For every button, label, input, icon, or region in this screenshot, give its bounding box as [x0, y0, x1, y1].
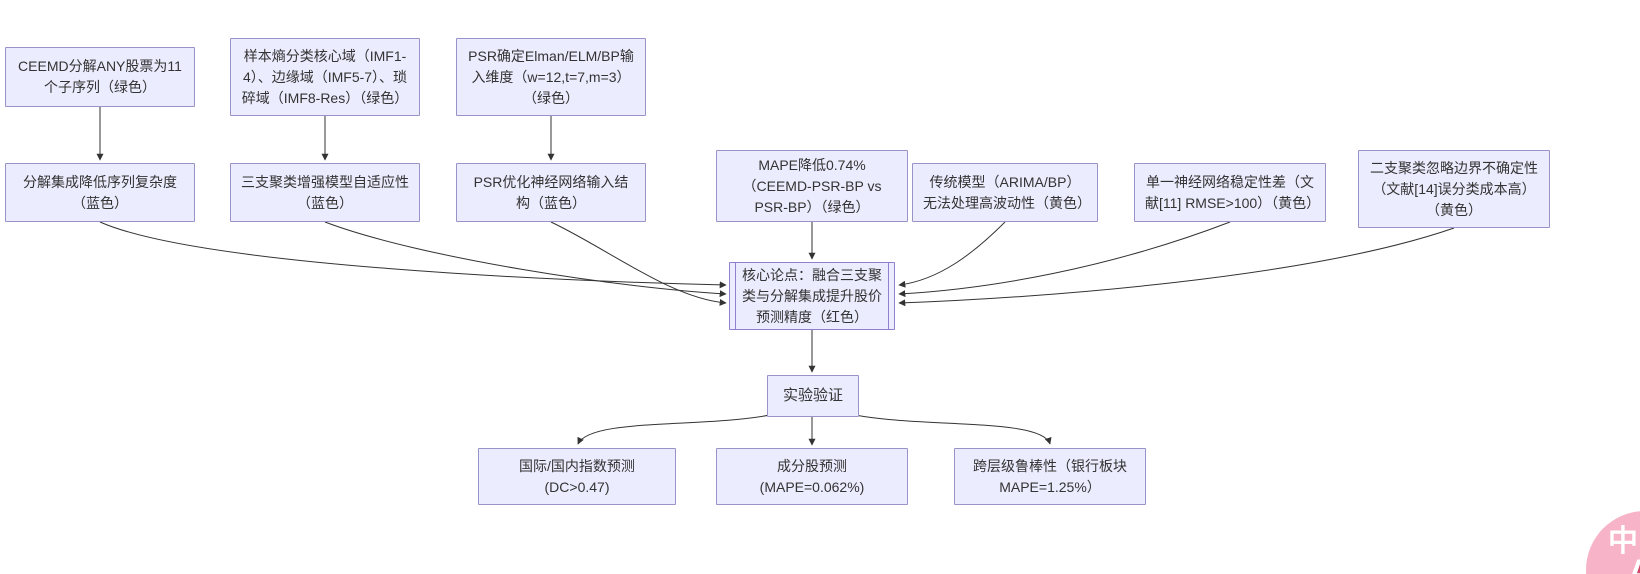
node-label: PSR优化神经网络输入结构（蓝色） — [473, 173, 629, 211]
edge-twoway-to-core — [898, 227, 1455, 307]
node-label: 传统模型（ARIMA/BP）无法处理高波动性（黄色） — [923, 173, 1091, 211]
node-cross-level-robustness: 跨层级鲁棒性（银行板块 MAPE=1.25%） — [954, 448, 1146, 505]
node-label: MAPE降低0.74%（CEEMD-PSR-BP vs PSR-BP）（绿色） — [742, 156, 882, 215]
node-label: 国际/国内指数预测 (DC>0.47) — [519, 457, 635, 495]
node-label: 成分股预测 (MAPE=0.062%) — [759, 457, 865, 495]
node-decomposition-complexity: 分解集成降低序列复杂度（蓝色） — [5, 163, 195, 222]
edge-decomp-to-core — [99, 221, 727, 289]
node-two-way-clustering-limitation: 二支聚类忽略边界不确定性（文献[14]误分类成本高）（黄色） — [1358, 150, 1550, 228]
edge-psropt-to-core — [550, 221, 727, 306]
node-label: 跨层级鲁棒性（银行板块 MAPE=1.25%） — [973, 457, 1127, 495]
node-label: 核心论点：融合三支聚类与分解集成提升股价预测精度（红色） — [742, 266, 882, 325]
edge-experiment-to-indexpred — [577, 414, 771, 445]
node-mape-reduction: MAPE降低0.74%（CEEMD-PSR-BP vs PSR-BP）（绿色） — [716, 150, 908, 222]
edge-traditional-to-core — [898, 221, 1006, 288]
node-ceemd-decomposition: CEEMD分解ANY股票为11个子序列（绿色） — [5, 47, 195, 107]
node-constituent-stock-prediction: 成分股预测 (MAPE=0.062%) — [716, 448, 908, 505]
node-label: CEEMD分解ANY股票为11个子序列（绿色） — [18, 58, 182, 95]
node-index-prediction: 国际/国内指数预测 (DC>0.47) — [478, 448, 676, 505]
node-psr-input-dimension: PSR确定Elman/ELM/BP输入维度（w=12,t=7,m=3）（绿色） — [456, 38, 646, 116]
node-label: 二支聚类忽略边界不确定性（文献[14]误分类成本高）（黄色） — [1370, 159, 1538, 218]
node-label: PSR确定Elman/ELM/BP输入维度（w=12,t=7,m=3）（绿色） — [468, 47, 634, 106]
edge-experiment-to-robustness — [854, 414, 1052, 445]
node-core-thesis: 核心论点：融合三支聚类与分解集成提升股价预测精度（红色） — [729, 262, 895, 330]
node-single-nn-instability: 单一神经网络稳定性差（文献[11] RMSE>100）（黄色） — [1134, 163, 1326, 222]
node-experimental-validation: 实验验证 — [767, 375, 859, 417]
node-sample-entropy-domains: 样本熵分类核心域（IMF1-4）、边缘域（IMF5-7）、琐碎域（IMF8-Re… — [230, 38, 420, 116]
node-psr-input-structure: PSR优化神经网络输入结构（蓝色） — [456, 163, 646, 222]
translate-latin-icon: A — [1628, 555, 1640, 574]
node-label: 实验验证 — [782, 386, 843, 404]
edge-singlenn-to-core — [898, 221, 1231, 298]
node-label: 分解集成降低序列复杂度（蓝色） — [23, 173, 177, 211]
node-label: 三支聚类增强模型自适应性（蓝色） — [241, 173, 409, 211]
node-three-way-clustering-adaptivity: 三支聚类增强模型自适应性（蓝色） — [230, 163, 420, 222]
node-traditional-model-limitation: 传统模型（ARIMA/BP）无法处理高波动性（黄色） — [912, 163, 1098, 222]
node-label: 单一神经网络稳定性差（文献[11] RMSE>100）（黄色） — [1145, 173, 1321, 211]
node-label: 样本熵分类核心域（IMF1-4）、边缘域（IMF5-7）、琐碎域（IMF8-Re… — [241, 47, 409, 106]
translate-chinese-icon: 中 — [1608, 525, 1638, 558]
translate-badge-button[interactable]: 中 A — [1586, 511, 1640, 574]
